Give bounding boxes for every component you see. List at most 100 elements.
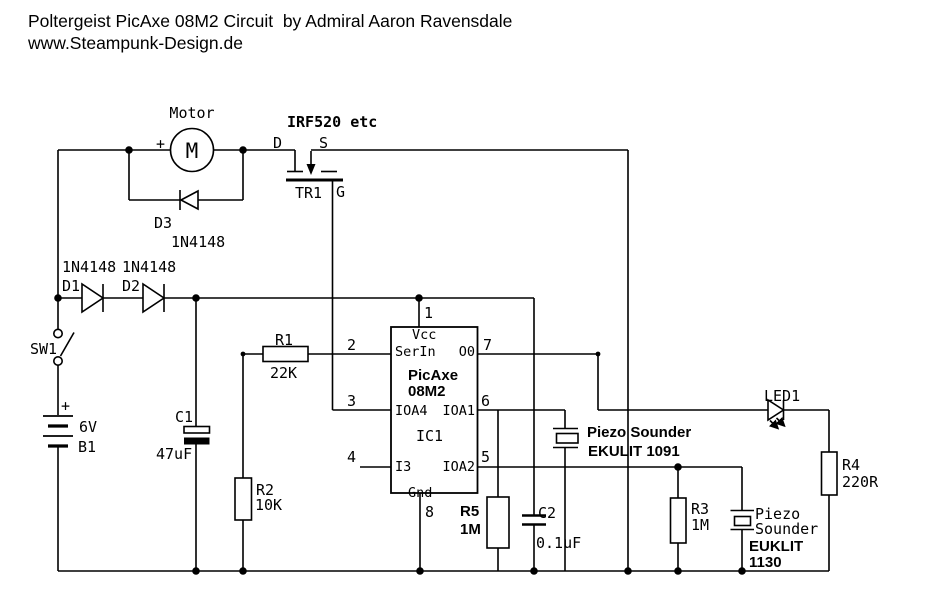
capacitor-c2: C2 0.1uF: [522, 504, 581, 552]
r5-ref: R5: [460, 503, 479, 520]
junction-dot: [738, 567, 746, 575]
c1-ref: C1: [175, 408, 193, 426]
b1-voltage: 6V: [79, 418, 97, 436]
wire: [213, 149, 296, 171]
junction-dot: [674, 463, 682, 471]
d1-part: 1N4148: [62, 258, 116, 276]
ic1-ioa1: IOA1: [442, 403, 475, 419]
led-emission-arrow-icon: [775, 416, 786, 428]
junction-dot: [239, 567, 247, 575]
d2-part: 1N4148: [122, 258, 176, 276]
resistor-r3: R3 1M: [669, 497, 709, 544]
ic-body: [390, 326, 479, 494]
ic1-ref: IC1: [416, 427, 443, 445]
junction-dot: [54, 294, 62, 302]
diode-triangle-icon: [142, 282, 166, 314]
ic1-pin4: 4: [347, 448, 356, 466]
ic1-i3: I3: [395, 459, 411, 475]
ic1-pin2: 2: [347, 336, 356, 354]
body-arrow-icon: [306, 164, 316, 175]
d3-ref: D3: [154, 214, 172, 232]
d3-part: 1N4148: [171, 233, 225, 251]
junction-dot: [415, 294, 423, 302]
tr1-ref: TR1: [295, 184, 322, 202]
ic1-pin8: 8: [425, 503, 434, 521]
piezo2-label4: 1130: [749, 554, 782, 571]
switch-contact: [52, 355, 63, 366]
junction-dot: [125, 146, 133, 154]
motor-m: M: [186, 139, 199, 163]
r2-value: 10K: [255, 496, 282, 514]
junction-dot: [240, 351, 246, 357]
led-emission-arrow-icon: [768, 419, 780, 430]
r4-value: 220R: [842, 473, 879, 491]
switch-contact: [52, 328, 63, 339]
diode-triangle-icon: [81, 282, 105, 314]
ic1-vcc: Vcc: [412, 327, 436, 343]
page-title: Poltergeist PicAxe 08M2 Circuit by Admir…: [28, 11, 512, 31]
junction-dot: [239, 146, 247, 154]
switch-blade: [59, 332, 75, 357]
tr1-source-label: S: [319, 134, 328, 152]
junction-dot: [674, 567, 682, 575]
d2-ref: D2: [122, 277, 140, 295]
piezo1-label1: Piezo Sounder: [587, 424, 691, 441]
c1-value: 47uF: [156, 445, 192, 463]
junction-dot: [624, 567, 632, 575]
mosfet-tr1: IRF520 etc D S TR1 G: [273, 113, 377, 202]
resistor-body: [262, 345, 309, 363]
c2-ref: C2: [538, 504, 556, 522]
capacitor-c1: C1 47uF: [156, 408, 211, 463]
r3-ref: R3: [691, 500, 709, 518]
battery-b1: + 6V B1: [43, 397, 97, 456]
wire: [196, 297, 535, 515]
piezo2-label1: Piezo: [755, 505, 800, 523]
cap-plate: [184, 437, 210, 445]
motor-plus: +: [156, 135, 165, 153]
piezo2-label2: Sounder: [755, 520, 818, 538]
ic1-device2: 08M2: [408, 383, 446, 400]
ic1-device1: PicAxe: [408, 367, 458, 384]
ic1-ioa2: IOA2: [442, 459, 475, 475]
tr1-part: IRF520 etc: [287, 113, 377, 131]
diode-d3: D3 1N4148: [154, 189, 225, 251]
led-triangle-icon: [767, 398, 785, 422]
junction-dot: [192, 294, 200, 302]
resistor-r1: R1 22K: [262, 331, 309, 382]
motor-circle-icon: [169, 127, 215, 173]
resistor-r5: R5 1M: [460, 496, 510, 549]
junction-dot: [192, 567, 200, 575]
page-url: www.Steampunk-Design.de: [27, 33, 243, 53]
motor-symbol: M + Motor: [156, 104, 215, 173]
junction-dot: [530, 567, 538, 575]
wire: [242, 353, 391, 571]
ic1-picaxe: Vcc SerIn O0 PicAxe 08M2 IOA4 IOA1 IC1 I…: [347, 304, 492, 521]
r4-ref: R4: [842, 456, 860, 474]
r2-ref: R2: [256, 481, 274, 499]
r1-value: 22K: [270, 364, 297, 382]
ic1-pin7: 7: [483, 336, 492, 354]
diode-d1: 1N4148 D1: [62, 258, 116, 314]
piezo2-label3: EUKLIT: [749, 538, 803, 555]
wire: [477, 466, 743, 511]
c2-value: 0.1uF: [536, 534, 581, 552]
ic1-pin3: 3: [347, 392, 356, 410]
wire: [477, 409, 566, 429]
tr1-drain-label: D: [273, 134, 282, 152]
junction-dot: [416, 567, 424, 575]
piezo-element: [733, 515, 752, 527]
wire: [783, 409, 830, 571]
ic1-gnd: Gnd: [408, 485, 432, 501]
piezo-element: [555, 432, 579, 444]
piezo-sounder-1091: Piezo Sounder EKULIT 1091: [553, 424, 691, 460]
wire: [331, 181, 391, 411]
d1-ref: D1: [62, 277, 80, 295]
tr1-gate-label: G: [336, 183, 345, 201]
led1: LED1: [764, 387, 800, 430]
ic1-pin5: 5: [481, 448, 490, 466]
ic1-pin1: 1: [424, 304, 433, 322]
led1-ref: LED1: [764, 387, 800, 405]
diode-d2: 1N4148 D2: [122, 258, 176, 314]
